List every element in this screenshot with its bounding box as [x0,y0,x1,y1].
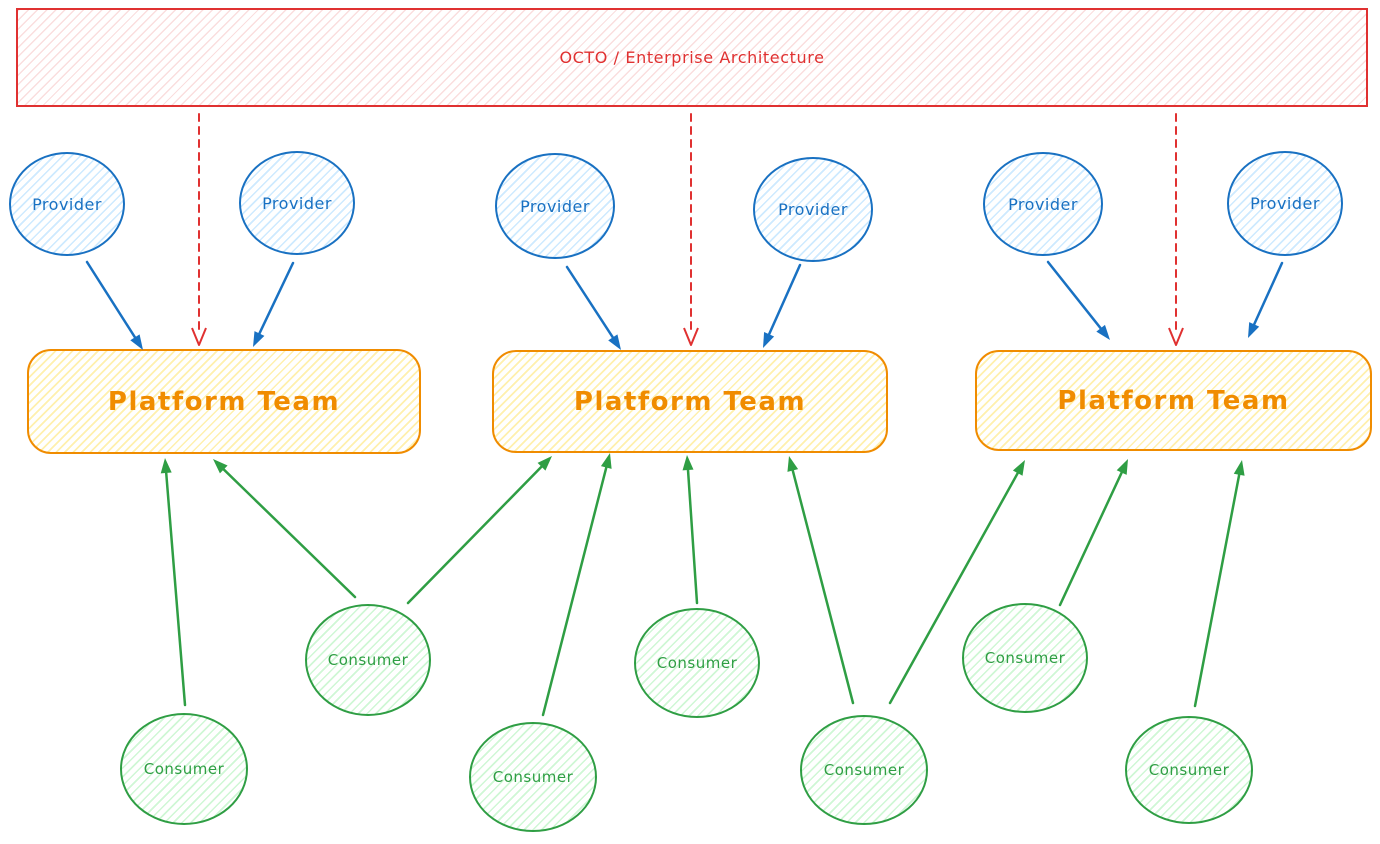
edge-governance-to-platform-team-2 [683,113,699,346]
platform-team-node-2: Platform Team [492,350,888,453]
governance-bar: OCTO / Enterprise Architecture [16,8,1368,107]
edge-consumer-4-to-platform-team-2 [682,455,699,605]
platform-team-node-3: Platform Team [975,350,1372,451]
edge-consumer-6-to-platform-team-3 [1058,459,1128,607]
consumer-label: Consumer [492,768,574,786]
provider-node-3: Provider [495,153,615,259]
edge-consumer-2-to-platform-team-2 [406,456,552,605]
consumer-label: Consumer [327,651,409,669]
edge-provider-2-to-platform-team-1 [253,261,295,347]
consumer-node-3: Consumer [469,722,597,832]
consumer-node-2: Consumer [305,604,431,716]
platform-team-node-1: Platform Team [27,349,421,454]
platform-team-label: Platform Team [573,386,807,417]
consumer-label: Consumer [656,654,738,672]
edge-provider-4-to-platform-team-2 [763,263,802,348]
edge-consumer-3-to-platform-team-2 [541,453,612,717]
consumer-node-1: Consumer [120,713,248,825]
provider-label: Provider [262,193,332,213]
consumer-label: Consumer [1148,761,1230,779]
consumer-node-6: Consumer [962,603,1088,713]
edge-provider-5-to-platform-team-3 [1046,260,1110,340]
consumer-label: Consumer [823,761,905,779]
provider-node-5: Provider [983,152,1103,256]
governance-bar-label: OCTO / Enterprise Architecture [559,48,825,67]
platform-team-label: Platform Team [1057,385,1290,416]
provider-node-2: Provider [239,151,355,255]
edge-provider-6-to-platform-team-3 [1248,261,1284,338]
consumer-node-5: Consumer [800,715,928,825]
provider-label: Provider [778,200,848,219]
provider-node-6: Provider [1227,151,1343,256]
edge-provider-1-to-platform-team-1 [85,260,143,350]
edge-provider-3-to-platform-team-2 [565,265,621,350]
edge-consumer-5-to-platform-team-2 [787,456,855,705]
provider-node-4: Provider [753,157,873,262]
edge-governance-to-platform-team-1 [191,113,207,346]
consumer-node-7: Consumer [1125,716,1253,824]
provider-label: Provider [520,196,590,216]
consumer-node-4: Consumer [634,608,760,718]
provider-label: Provider [1008,194,1078,214]
edge-consumer-7-to-platform-team-3 [1193,460,1245,708]
consumer-label: Consumer [143,760,225,778]
provider-node-1: Provider [9,152,125,256]
edge-consumer-2-to-platform-team-1 [213,459,357,599]
edge-consumer-1-to-platform-team-1 [160,458,187,707]
edge-governance-to-platform-team-3 [1168,113,1184,346]
platform-team-label: Platform Team [107,386,341,417]
provider-label: Provider [1250,194,1320,213]
consumer-label: Consumer [984,649,1066,667]
provider-label: Provider [32,194,102,214]
